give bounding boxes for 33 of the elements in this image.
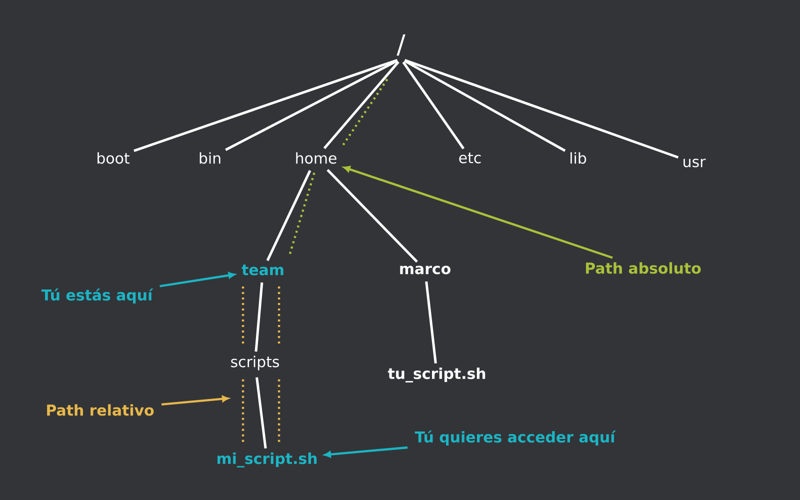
dotted-path-line — [288, 172, 316, 254]
callout-text: Tú estás aquí — [41, 288, 154, 304]
tree-line — [404, 60, 566, 152]
callout-text: Path relativo — [47, 404, 154, 416]
tree-line — [323, 61, 400, 150]
tree-line — [266, 170, 312, 262]
tree-line — [225, 60, 398, 151]
tree-line — [326, 168, 418, 263]
arrow — [343, 166, 613, 259]
folder-label: bin — [200, 152, 220, 164]
tree-line — [254, 282, 264, 352]
callout-text: Path absoluto — [586, 262, 701, 274]
tree-line — [402, 61, 465, 150]
tree-line — [134, 58, 398, 152]
arrow — [161, 396, 229, 406]
file-label: mi_script.sh — [218, 452, 317, 468]
folder-label: lib — [570, 152, 586, 164]
tree-line — [425, 281, 437, 364]
tree-line — [256, 377, 267, 449]
folder-label: usr — [684, 158, 706, 168]
folder-label: boot — [98, 152, 130, 164]
folder-label: scripts — [231, 356, 279, 370]
folder-label: etc — [459, 152, 481, 164]
arrow — [160, 272, 236, 288]
dotted-path-line — [342, 76, 390, 146]
arrow — [324, 446, 408, 458]
folder-label: home — [296, 152, 336, 164]
tree-line — [404, 59, 679, 159]
folder-label: team — [242, 264, 284, 276]
callout-text: Tú quieres acceder aquí — [414, 430, 616, 446]
folder-label: marco — [400, 266, 450, 274]
root-label: / — [396, 34, 406, 56]
file-label: tu_script.sh — [388, 368, 486, 382]
